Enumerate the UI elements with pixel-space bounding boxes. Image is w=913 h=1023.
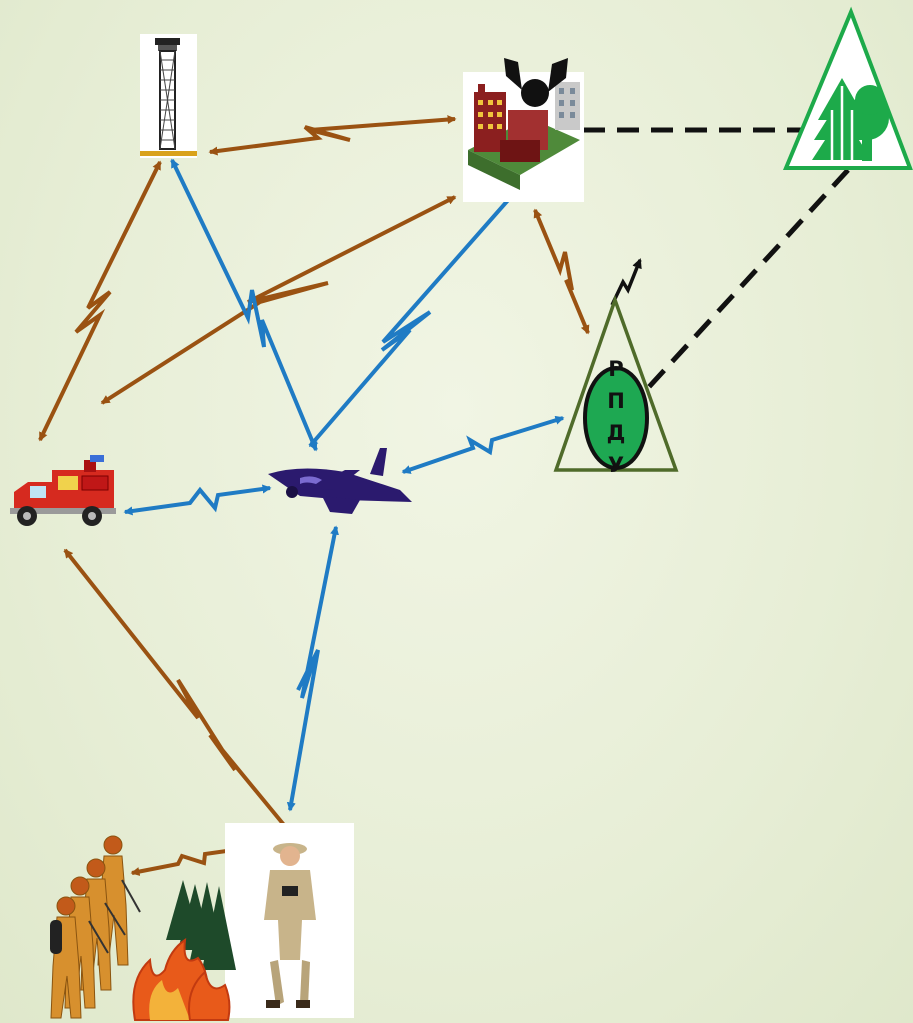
rpdu-letter-p: П (607, 389, 625, 413)
patrol-aircraft-icon[interactable] (268, 448, 412, 514)
firefighter-crew-icon[interactable] (50, 836, 140, 1018)
headquarters-building-icon[interactable] (463, 58, 584, 202)
link-tower-firetruck (40, 162, 160, 440)
link-tower-headquarters (210, 119, 455, 152)
forest-fire-icon[interactable] (133, 880, 236, 1020)
link-headquarters-aircraft (310, 190, 517, 446)
forest-ranger-observer-icon[interactable] (225, 823, 354, 1018)
rpdu-letter-u: У (608, 453, 624, 477)
rpdu-letter-d: Д (607, 421, 626, 445)
link-firetruck-observer (65, 550, 298, 842)
fire-truck-icon[interactable] (10, 455, 116, 526)
fire-lookout-tower-icon[interactable] (140, 34, 197, 158)
link-aircraft-observer (290, 527, 336, 810)
link-tower-aircraft (172, 160, 316, 450)
rpdu-letter-r: Р (608, 357, 623, 381)
dashed-link-forestry-rpdu (648, 170, 848, 388)
link-aircraft-rpdu (403, 418, 563, 472)
link-headquarters-rpdu (535, 210, 588, 333)
forestry-triangle-sign-icon[interactable] (786, 12, 910, 168)
link-aircraft-firetruck (125, 488, 270, 512)
rpdu-triangle-sign-icon[interactable]: Р П Д У (556, 300, 676, 477)
link-headquarters-firetruck (102, 197, 455, 403)
